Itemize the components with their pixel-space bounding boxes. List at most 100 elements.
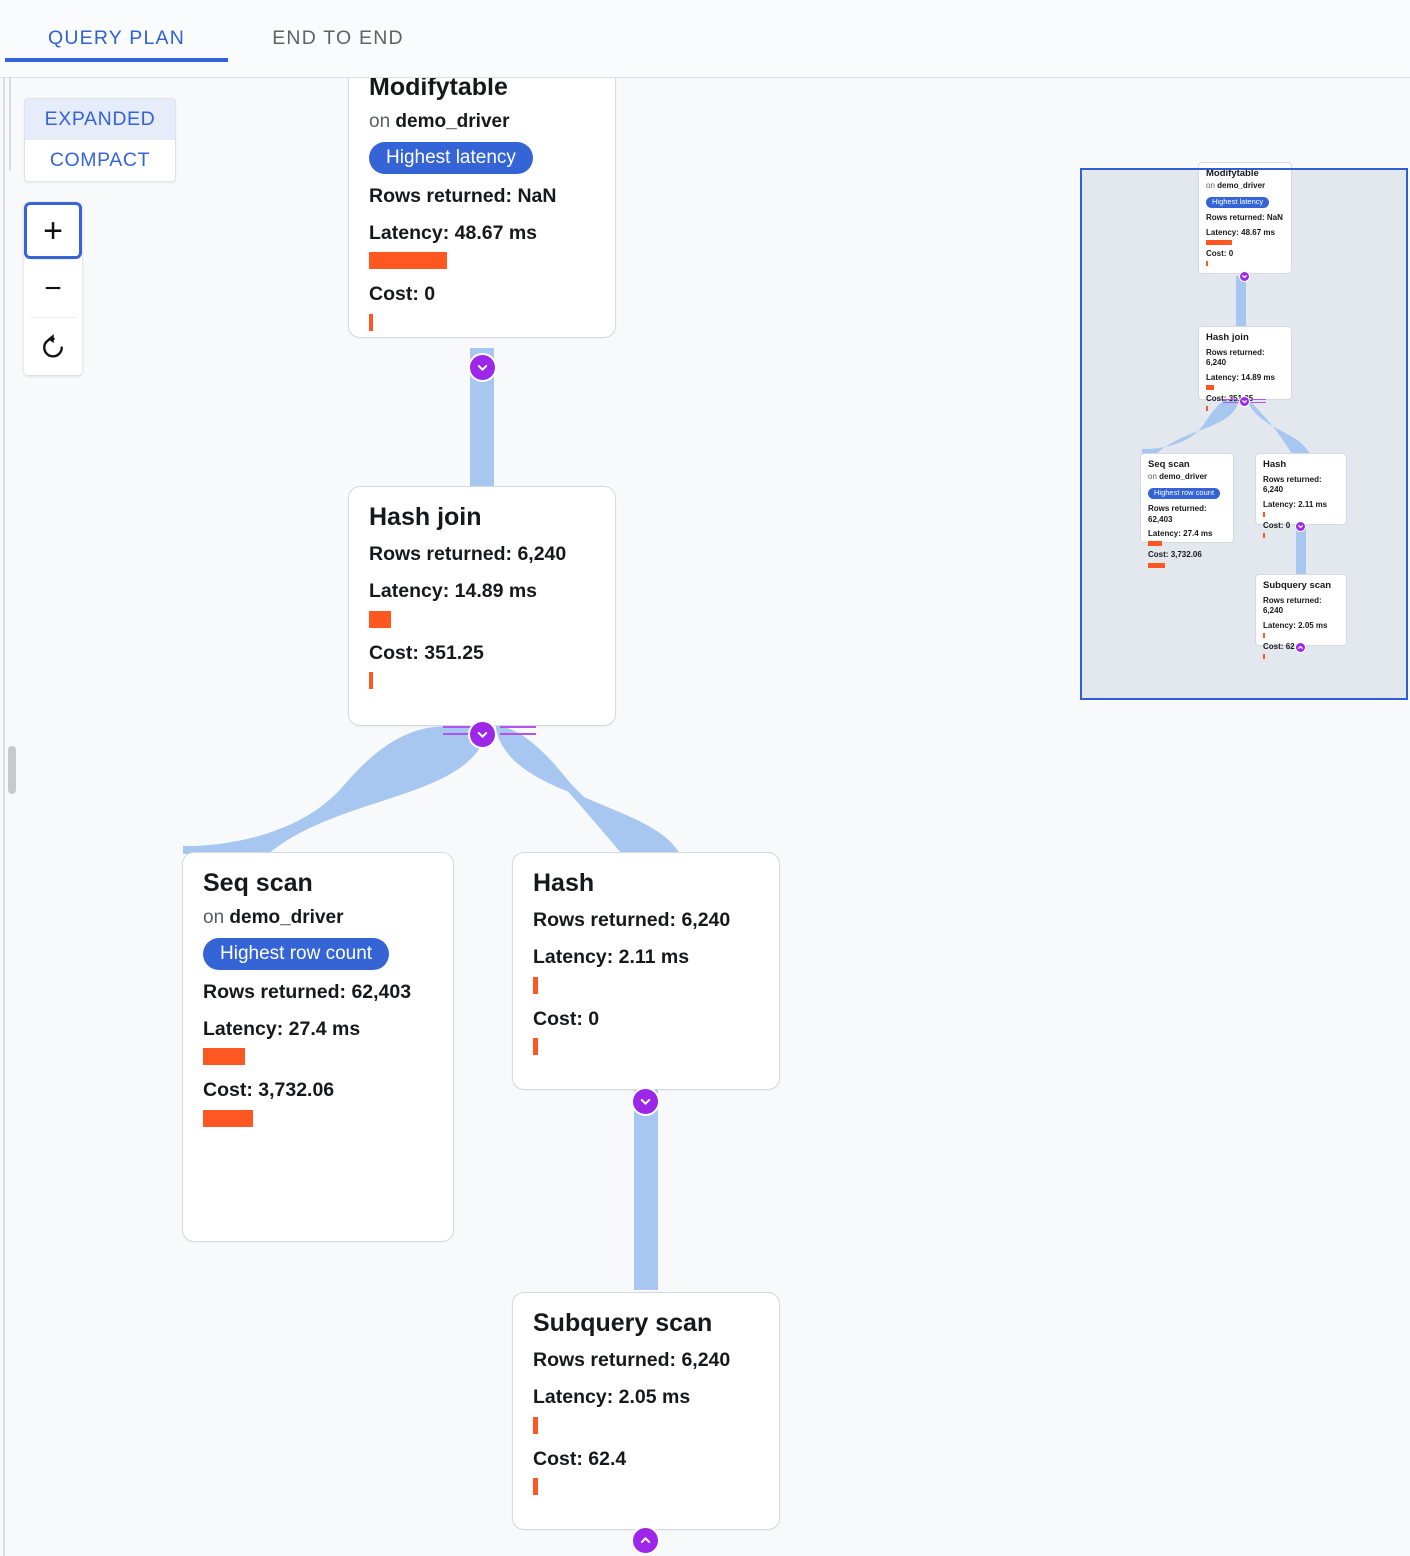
collapse-toggle-hash-join[interactable] <box>468 720 497 749</box>
mm-node-title: Subquery scan <box>1263 580 1332 591</box>
chevron-down-icon <box>477 731 488 738</box>
mm-rows-label: Rows returned: <box>1263 595 1322 605</box>
tab-query-plan-label: QUERY PLAN <box>48 27 185 49</box>
mm-collapse-hash[interactable] <box>1295 521 1306 532</box>
mm-rows-returned: Rows returned: 62,403 <box>1148 504 1226 525</box>
zoom-divider-2 <box>30 317 76 318</box>
mm-latency: Latency: 48.67 ms <box>1206 228 1284 238</box>
minimap-node-seq-scan[interactable]: Seq scan on demo_driver Highest row coun… <box>1140 453 1234 568</box>
cost-value: 3,732.06 <box>258 1079 335 1102</box>
node-relation-name: demo_driver <box>395 110 510 132</box>
node-latency: Latency: 2.05 ms <box>533 1386 759 1409</box>
node-rows-returned: Rows returned: 6,240 <box>369 543 595 566</box>
mm-latency-label: Latency: <box>1206 227 1239 237</box>
node-title: Modifytable <box>369 78 508 101</box>
mm-cost-label: Cost: <box>1206 394 1227 404</box>
mm-collapse-subquery-scan[interactable] <box>1295 642 1306 653</box>
zoom-in-button[interactable]: + <box>24 202 82 259</box>
mm-cost-value: 0 <box>1285 521 1291 531</box>
mm-collapse-modifytable[interactable] <box>1239 271 1250 282</box>
collapse-toggle-hash[interactable] <box>631 1087 660 1116</box>
chevron-down-icon <box>1242 400 1247 404</box>
latency-bar <box>203 1048 245 1066</box>
canvas-left-rail-inner <box>9 78 11 171</box>
node-latency: Latency: 48.67 ms <box>369 222 595 245</box>
mm-node-title: Hash join <box>1206 332 1249 343</box>
node-latency: Latency: 14.89 ms <box>369 580 595 603</box>
mm-rows-value: 6,240 <box>1206 358 1227 368</box>
plan-node-hash-join[interactable]: Hash join Rows returned: 6,240 Latency: … <box>348 486 616 726</box>
layout-option-expanded-label: EXPANDED <box>44 108 156 130</box>
mm-cost: Cost: 0 <box>1206 249 1284 259</box>
node-relation: on demo_driver <box>369 111 595 134</box>
zoom-reset-button[interactable] <box>24 318 82 375</box>
mm-edge-hash-join-hash <box>1246 398 1310 454</box>
tab-query-plan[interactable]: QUERY PLAN <box>5 0 228 76</box>
latency-label: Latency: <box>369 221 450 244</box>
latency-value: 27.4 ms <box>288 1017 361 1040</box>
mm-rows-label: Rows returned: <box>1263 474 1322 484</box>
node-latency: Latency: 27.4 ms <box>203 1018 433 1041</box>
collapse-toggle-subquery-scan[interactable] <box>631 1526 660 1555</box>
mm-relation-name: demo_driver <box>1217 180 1266 190</box>
minimap-node-subquery-scan[interactable]: Subquery scan Rows returned: 6,240 Laten… <box>1255 574 1347 660</box>
collapse-toggle-modifytable[interactable] <box>468 353 497 382</box>
node-badge: Highest latency <box>369 141 533 174</box>
latency-value: 14.89 ms <box>454 580 538 603</box>
latency-value: 48.67 ms <box>454 221 538 244</box>
mm-cost-label: Cost: <box>1206 249 1227 259</box>
cost-label: Cost: <box>369 283 419 306</box>
minimap-node-hash[interactable]: Hash Rows returned: 6,240 Latency: 2.11 … <box>1255 453 1347 539</box>
chevron-down-icon <box>640 1098 651 1105</box>
mm-collapse-hash-join[interactable] <box>1239 396 1250 407</box>
query-plan-canvas[interactable]: EXPANDED COMPACT + − Modifytable on demo… <box>0 78 1410 1556</box>
mm-cost: Cost: 3,732.06 <box>1148 550 1226 560</box>
mm-cost-value: 3,732.06 <box>1170 550 1202 560</box>
minimap-node-modifytable[interactable]: Modifytable on demo_driver Highest laten… <box>1198 162 1292 274</box>
layout-option-compact[interactable]: COMPACT <box>25 140 175 181</box>
plan-node-modifytable[interactable]: Modifytable on demo_driver Highest laten… <box>348 78 616 338</box>
edge-layer <box>183 348 680 1290</box>
cost-label: Cost: <box>203 1079 253 1102</box>
mm-latency-value: 48.67 ms <box>1241 227 1275 237</box>
rows-returned-label: Rows returned: <box>369 184 513 207</box>
cost-value: 0 <box>588 1007 600 1030</box>
minimap[interactable]: Modifytable on demo_driver Highest laten… <box>1080 162 1408 700</box>
active-tab-underline <box>5 58 228 62</box>
mm-hash-join-right-lines <box>1251 399 1266 405</box>
latency-bar <box>369 610 391 628</box>
mm-cost-label: Cost: <box>1263 521 1284 531</box>
chevron-up-icon <box>1298 645 1303 649</box>
mm-cost-value: 62.4 <box>1285 642 1302 652</box>
mm-cost-bar <box>1263 533 1265 539</box>
chevron-down-icon <box>1298 525 1303 529</box>
mm-node-title: Modifytable <box>1206 168 1259 179</box>
mm-node-relation: on demo_driver <box>1148 472 1226 482</box>
mm-latency-value: 2.05 ms <box>1298 620 1328 630</box>
chevron-down-icon <box>1242 275 1247 279</box>
cost-bar <box>203 1109 253 1127</box>
mm-node-badge: Highest latency <box>1206 196 1270 209</box>
mm-latency-bar <box>1263 512 1265 518</box>
mm-latency-bar <box>1206 385 1214 391</box>
zoom-controls[interactable]: + − <box>24 202 82 375</box>
mm-cost-value: 0 <box>1228 249 1234 259</box>
tab-end-to-end[interactable]: END TO END <box>235 0 441 76</box>
edge-hash-join-hash-band-2 <box>500 728 680 854</box>
mm-latency-value: 2.11 ms <box>1298 499 1328 509</box>
layout-option-expanded[interactable]: EXPANDED <box>25 99 175 140</box>
node-relation: on demo_driver <box>203 907 433 930</box>
tab-end-to-end-label: END TO END <box>272 27 404 49</box>
layout-toggle[interactable]: EXPANDED COMPACT <box>24 98 176 182</box>
zoom-out-button[interactable]: − <box>24 260 82 317</box>
plan-node-seq-scan[interactable]: Seq scan on demo_driver Highest row coun… <box>182 852 454 1242</box>
hash-join-left-lines <box>443 726 479 740</box>
rows-returned-value: NaN <box>517 184 557 207</box>
latency-bar <box>533 976 538 994</box>
minimap-node-hash-join[interactable]: Hash join Rows returned: 6,240 Latency: … <box>1198 326 1292 412</box>
plan-node-subquery-scan[interactable]: Subquery scan Rows returned: 6,240 Laten… <box>512 1292 780 1530</box>
plan-node-hash[interactable]: Hash Rows returned: 6,240 Latency: 2.11 … <box>512 852 780 1090</box>
rows-returned-label: Rows returned: <box>203 980 347 1003</box>
mm-latency: Latency: 14.89 ms <box>1206 373 1284 383</box>
vertical-scrollbar-thumb[interactable] <box>8 746 16 794</box>
